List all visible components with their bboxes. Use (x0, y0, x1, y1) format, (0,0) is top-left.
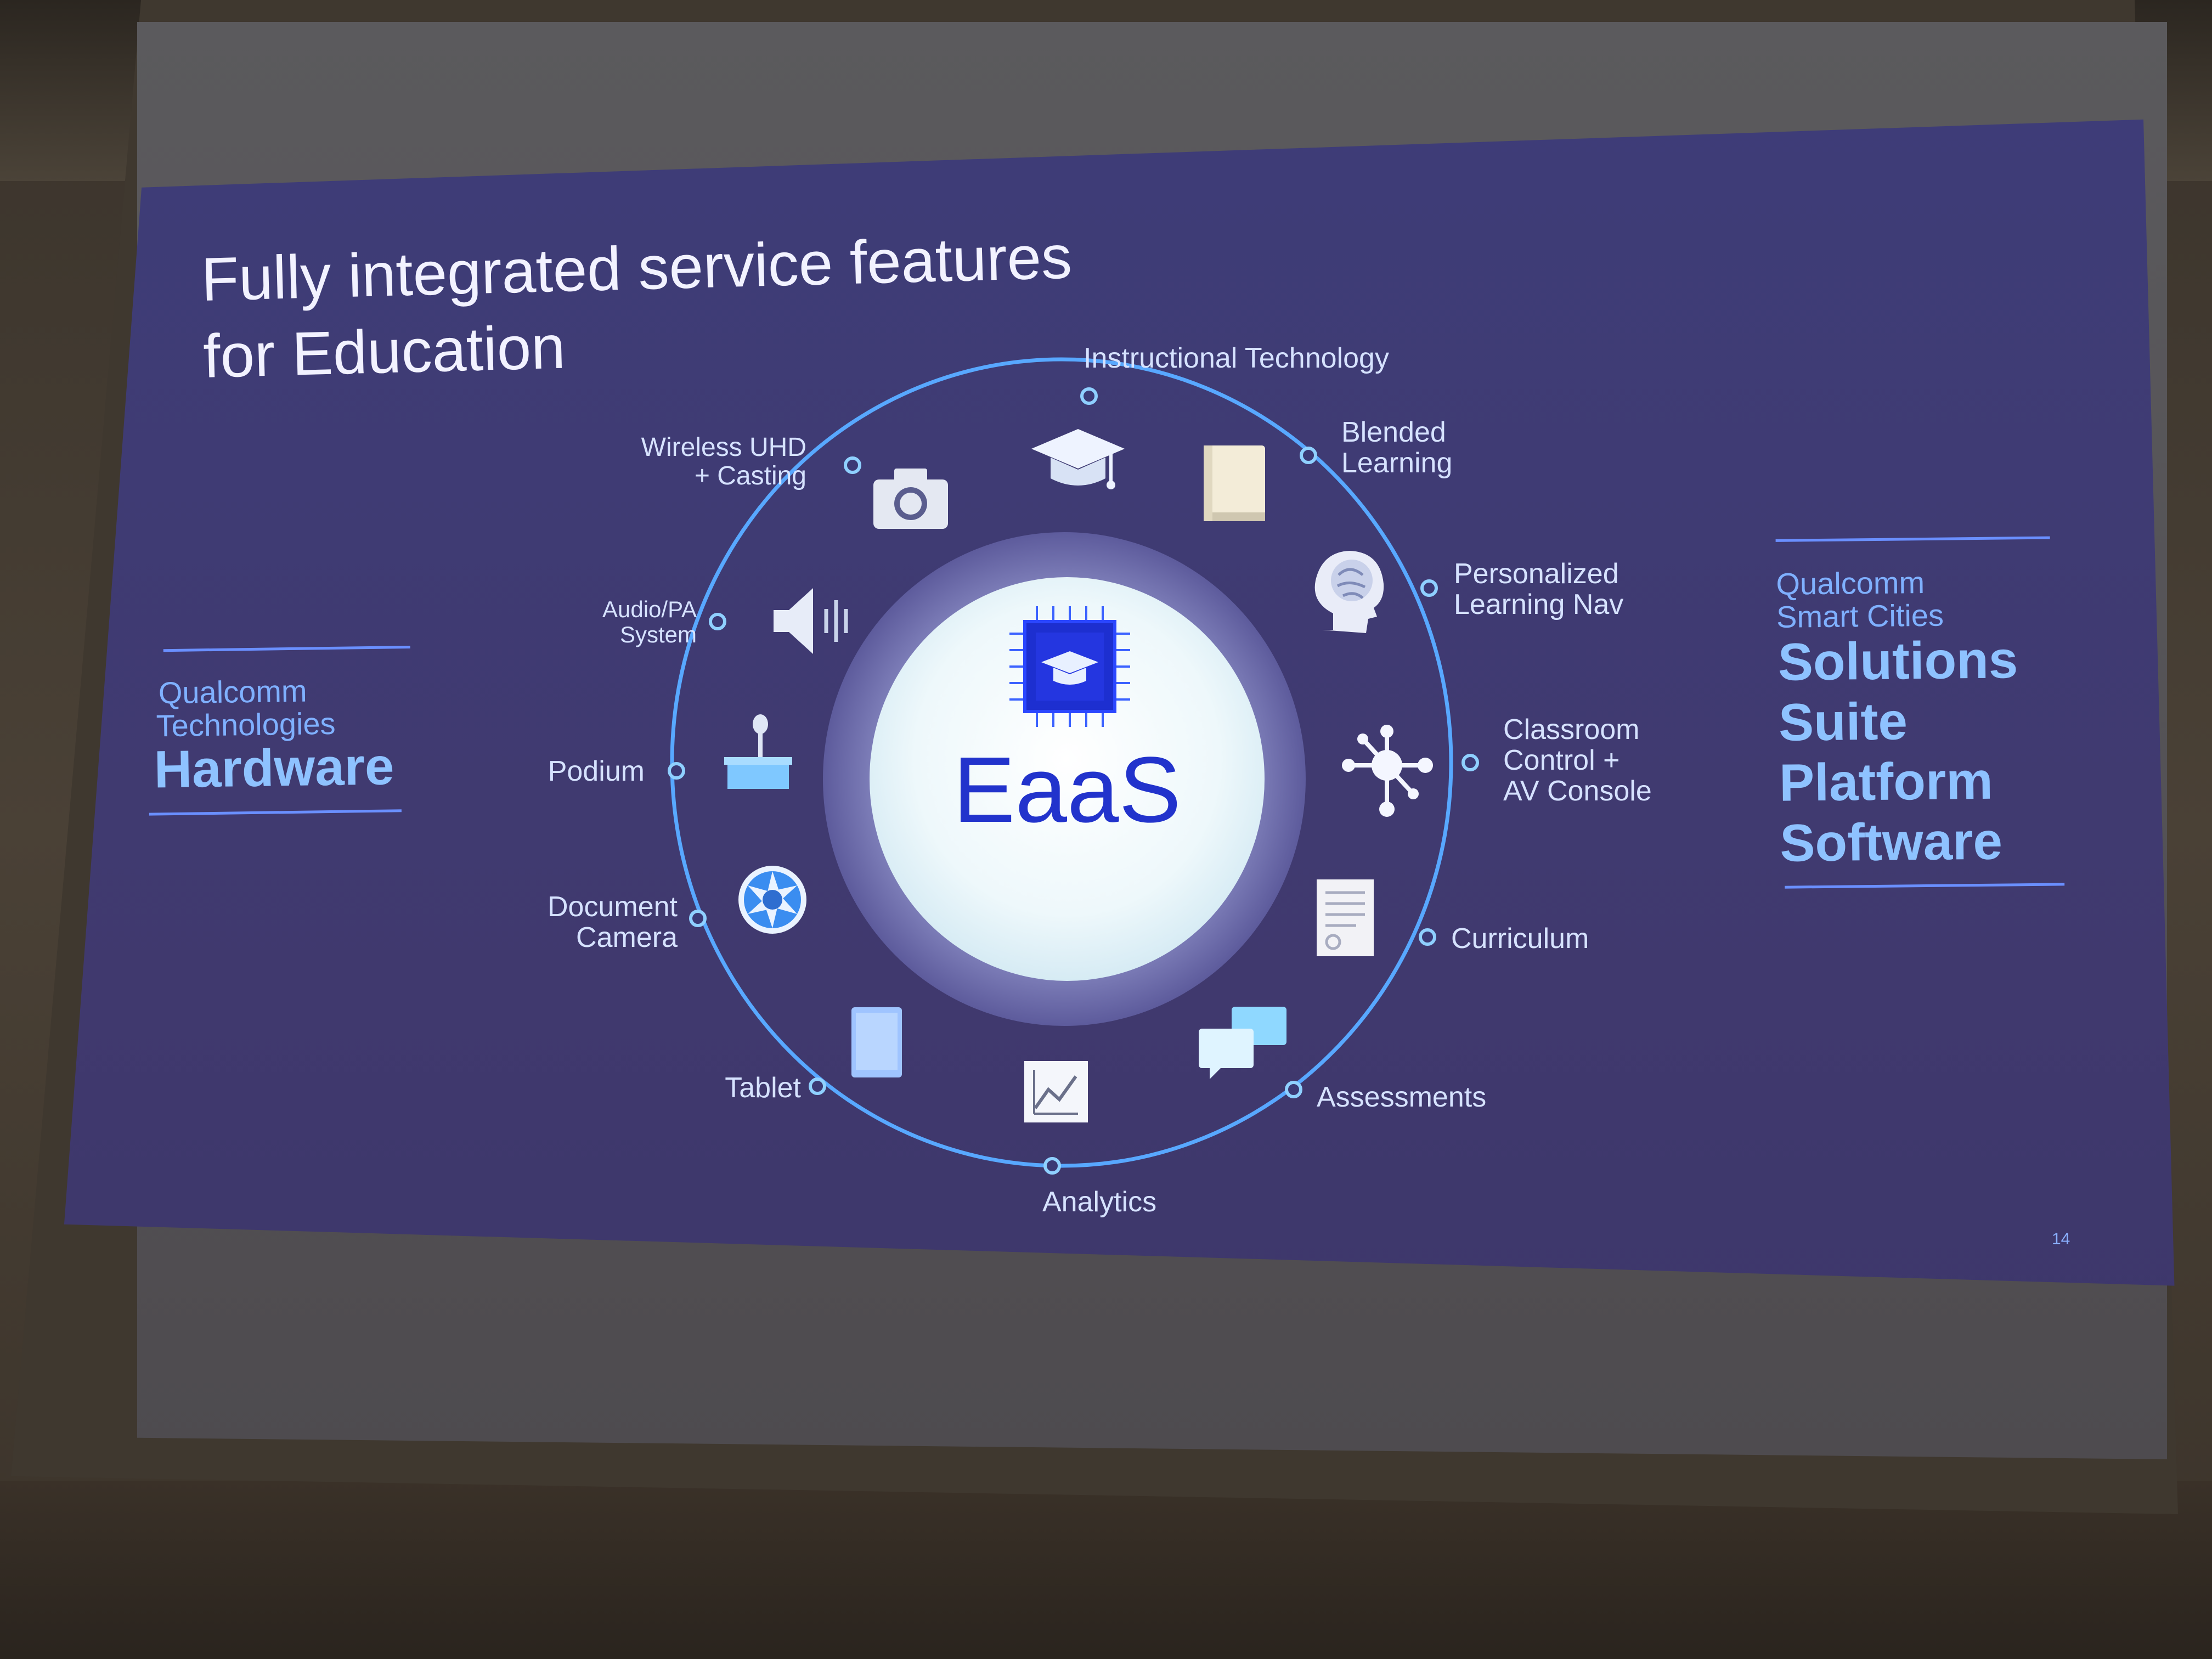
node-assessments (1285, 1081, 1302, 1098)
node-document-camera (689, 910, 707, 927)
room-floor (0, 1481, 2212, 1659)
label-classroom-control: Classroom Control + AV Console (1503, 714, 1652, 807)
node-analytics (1043, 1157, 1061, 1175)
podium-icon (724, 714, 792, 789)
node-wireless-uhd (844, 456, 861, 474)
label-assessments: Assessments (1317, 1081, 1487, 1113)
node-curriculum (1419, 928, 1436, 946)
service-ring (670, 357, 1453, 1168)
label-instructional-technology: Instructional Technology (1084, 342, 1389, 374)
label-document-camera: Document Camera (548, 891, 678, 953)
aperture-icon (738, 866, 806, 934)
label-tablet: Tablet (725, 1072, 801, 1104)
camera-icon (873, 469, 948, 529)
brain-head-icon (1314, 551, 1384, 633)
node-audio-pa (709, 613, 726, 630)
node-podium (668, 762, 685, 780)
slide-page-number: 14 (2052, 1230, 2070, 1248)
chat-bubbles-icon (1199, 1007, 1286, 1079)
label-personalized-learning-nav: Personalized Learning Nav (1454, 558, 1624, 620)
label-podium: Podium (548, 755, 645, 787)
node-blended-learning (1300, 447, 1317, 464)
label-wireless-uhd-casting: Wireless UHD + Casting (641, 433, 806, 490)
network-hub-icon (1342, 725, 1433, 817)
label-analytics: Analytics (1042, 1186, 1157, 1218)
graduation-cap-icon (1031, 429, 1125, 489)
node-personalized-learning (1420, 579, 1438, 597)
eaas-label: EaaS (953, 738, 1181, 842)
line-chart-icon (1024, 1061, 1088, 1122)
label-blended-learning: Blended Learning (1341, 416, 1453, 479)
node-tablet (809, 1077, 826, 1095)
label-curriculum: Curriculum (1451, 923, 1589, 955)
ai-chip-icon (1009, 606, 1130, 727)
node-instructional-technology (1080, 387, 1098, 405)
document-icon (1317, 879, 1374, 956)
speaker-icon (774, 588, 848, 654)
tablet-icon (851, 1007, 902, 1077)
label-audio-pa-system: Audio/PA System (602, 596, 697, 647)
node-classroom-control (1462, 754, 1479, 771)
eaas-core (870, 577, 1265, 981)
book-icon (1204, 445, 1265, 521)
